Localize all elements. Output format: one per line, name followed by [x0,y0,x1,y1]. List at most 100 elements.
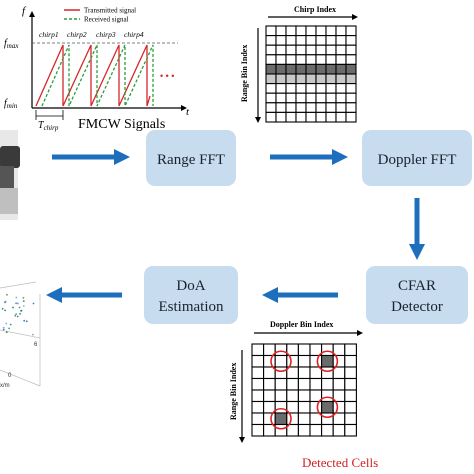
grid-cell [332,377,346,391]
grid-cell [345,102,357,113]
doa-label-line2: Estimation [159,299,224,315]
point-cloud-point [2,326,5,329]
chirp-index-header: Chirp Index [294,5,336,14]
point-cloud-axis-unit: x/m [0,383,10,389]
grid-cell [275,25,287,37]
grid-cell [274,343,288,357]
detected-cells-caption: Detected Cells [302,455,378,470]
grid-cell [274,423,288,437]
grid-cell [315,54,327,65]
point-cloud-point [14,314,17,317]
grid-cell [251,423,265,437]
grid-cell [345,73,357,85]
grid-cell [335,44,347,56]
grid-cell [309,423,323,437]
range-fft-block [146,130,236,186]
grid-cell [344,354,357,368]
chirp-range-grid [265,25,357,123]
doppler-fft-label: Doppler FFT [378,152,457,168]
grid-cell [286,389,299,403]
grid-cell [295,44,307,56]
grid-cell [325,102,337,113]
grid-cell [274,366,288,380]
range-bin-header-2: Range Bin Index [229,363,238,420]
point-cloud-point [32,333,34,336]
grid-cell [325,111,337,123]
cfar-detector-block [366,266,468,324]
legend-received-label: Received signal [84,16,129,24]
grid-cell [305,25,317,37]
grid-cell [345,44,357,56]
grid-cell [285,35,297,46]
fmcw-panel: f t fmax fmin chirp1 chirp2 chirp3 chirp… [4,5,190,132]
chirp-label-2: chirp2 [67,30,87,39]
grid-cell [274,389,288,403]
grid-cell [309,354,323,368]
grid-cell [295,35,307,46]
grid-cell [345,111,357,123]
point-cloud-tick-6: 6 [34,342,38,348]
chirp-label-1: chirp1 [39,30,59,39]
point-cloud-point [12,306,14,309]
doa-estimation-block [144,266,238,324]
grid-cell [321,412,334,426]
grid-cell [297,389,311,403]
grid-cell [265,102,277,113]
point-cloud-point [25,320,28,323]
grid-cell [335,25,347,37]
point-cloud-point [16,302,18,305]
grid-cell [309,377,323,391]
fmcw-x-axis-label: t [186,106,190,118]
doppler-fft-block [362,130,472,186]
grid-cell [297,377,311,391]
point-cloud-point [22,305,25,307]
point-cloud-point [15,313,17,315]
grid-cell [297,343,311,357]
grid-cell [321,343,334,357]
grid-cell [251,343,265,357]
grid-cell [251,412,265,426]
point-cloud-point [9,323,12,326]
point-cloud-point [22,296,25,299]
detection-circle [316,350,339,373]
grid-cell [305,63,317,75]
point-cloud-axes [0,281,41,387]
point-cloud-point [1,307,4,310]
grid-cell [297,354,311,368]
grid-cell [285,54,297,65]
chirp-label-4: chirp4 [124,30,144,39]
grid-cell [275,102,287,113]
grid-cell [344,389,357,403]
grid-cell [274,400,288,414]
point-cloud-point [15,296,18,299]
grid-cell [285,73,297,85]
grid-cell [265,44,277,56]
grid-cell [335,102,347,113]
grid-cell [263,412,276,426]
grid-cell [332,354,346,368]
grid-cell [335,63,347,75]
grid-cell [263,354,276,368]
grid-cell [275,44,287,56]
grid-cell [285,102,297,113]
grid-cell [315,35,327,46]
grid-cell [315,63,327,75]
fmin-subscript: min [7,102,18,110]
grid-cell [335,54,347,65]
fmcw-legend: Transmitted signal Received signal [64,7,136,24]
grid-cell [305,92,317,104]
grid-cell [265,73,277,85]
grid-cell [275,73,287,85]
grid-cell [285,111,297,123]
point-cloud-point [5,322,8,325]
grid-cell [305,111,317,123]
grid-cell [344,400,357,414]
grid-cell [297,366,311,380]
grid-cell [274,377,288,391]
grid-cell [345,54,357,65]
grid-cell [335,73,347,85]
grid-cell [305,54,317,65]
grid-cell [345,63,357,75]
grid-cell [332,423,346,437]
grid-cell [345,35,357,46]
